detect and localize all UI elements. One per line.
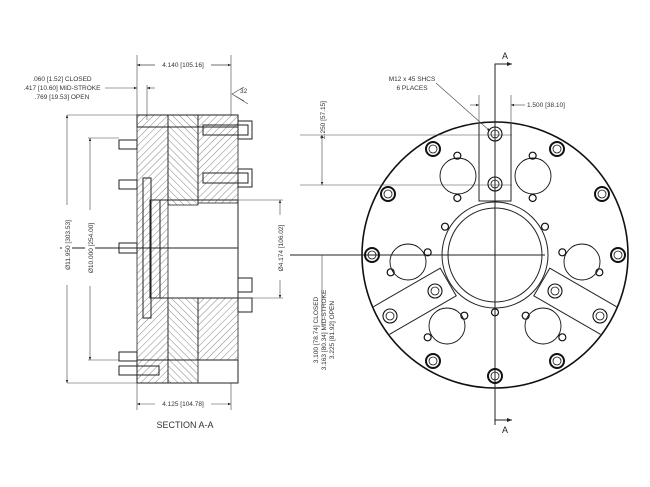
bolt-head bbox=[383, 189, 393, 199]
jaw-note-open: 3.225 [81.92] OPEN bbox=[329, 301, 336, 359]
jaw-screw-head bbox=[490, 179, 500, 189]
counterbore-hole bbox=[425, 353, 441, 369]
section-title: SECTION A-A bbox=[156, 420, 213, 430]
jaw-screw-head bbox=[385, 311, 395, 321]
fastener-note-line2: 6 PLACES bbox=[396, 85, 428, 92]
counterbore-hole bbox=[594, 186, 610, 202]
stroke-note-open: .769 [19.53] OPEN bbox=[35, 94, 90, 101]
jaw-screw-head bbox=[550, 286, 560, 296]
bolt-holes bbox=[364, 126, 626, 384]
counterbore-hole bbox=[364, 247, 380, 263]
port-circle bbox=[389, 243, 427, 281]
small-hole bbox=[386, 268, 395, 277]
bolt-head bbox=[490, 371, 500, 381]
dim-top-width: 4.140 [105.16] bbox=[162, 62, 204, 69]
small-hole bbox=[528, 193, 537, 203]
surface-finish-symbol: 32 bbox=[240, 88, 248, 95]
jaw-screw-hole bbox=[382, 308, 398, 324]
front-view: A A M12 x 45 SHCS 6 PLACES 1.500 [38.10]… bbox=[290, 51, 629, 435]
dim-vertical-bolt-spacing: 2.250 [57.15] bbox=[320, 101, 327, 139]
counterbore-hole bbox=[549, 353, 565, 369]
dim-bottom-width: 4.125 [104.78] bbox=[162, 401, 204, 408]
bolt-head bbox=[552, 144, 562, 154]
counterbore-hole bbox=[487, 368, 503, 384]
jaw-screw-head bbox=[490, 129, 500, 139]
stroke-note-mid: .417 [10.60] MID-STROKE bbox=[24, 85, 102, 92]
bolt-head bbox=[428, 144, 438, 154]
fastener-note-line1: M12 x 45 SHCS bbox=[389, 76, 436, 83]
section-view: 4.140 [105.16] .060 [1.52] CLOSED .417 [… bbox=[24, 55, 285, 430]
dim-outer-diameter: Ø11.950 [303.53] bbox=[65, 220, 72, 270]
bolt-head bbox=[552, 356, 562, 366]
jaw-screw-hole bbox=[592, 308, 608, 324]
jaw-screw-hole bbox=[487, 176, 503, 192]
small-hole bbox=[558, 248, 567, 257]
stroke-note-closed: .060 [1.52] CLOSED bbox=[32, 76, 92, 83]
counterbore-hole bbox=[610, 247, 626, 263]
jaw-screw-head bbox=[430, 286, 440, 296]
dim-bore-diameter: Ø4.174 [106.02] bbox=[278, 224, 285, 271]
jaw-note-mid: 3.163 [80.34] MID-STROKE bbox=[321, 289, 328, 370]
jaw-screw-head bbox=[595, 311, 605, 321]
port-circle bbox=[428, 307, 466, 345]
jaw-note-closed: 3.100 [78.74] CLOSED bbox=[313, 296, 320, 363]
small-hole bbox=[453, 151, 462, 160]
counterbore-hole bbox=[380, 186, 396, 202]
section-marker-bottom: A bbox=[502, 425, 508, 435]
bolt-head bbox=[367, 250, 377, 260]
small-hole bbox=[423, 333, 432, 342]
small-hole bbox=[521, 311, 530, 320]
port-circle bbox=[439, 157, 477, 195]
counterbore-hole bbox=[425, 141, 441, 157]
small-hole bbox=[528, 151, 537, 160]
small-hole bbox=[460, 311, 469, 320]
small-hole bbox=[423, 248, 432, 257]
port-circle bbox=[514, 157, 552, 195]
counterbore-hole bbox=[549, 141, 565, 157]
small-hole bbox=[595, 268, 604, 277]
bolt-head bbox=[428, 356, 438, 366]
section-marker-top: A bbox=[502, 51, 508, 61]
bolt-head bbox=[597, 189, 607, 199]
small-hole bbox=[490, 308, 500, 317]
left-bolts bbox=[118, 139, 160, 376]
jaw-screw-hole bbox=[487, 126, 503, 142]
bolt-head bbox=[613, 250, 623, 260]
jaw-screw-hole bbox=[547, 283, 563, 299]
small-hole bbox=[453, 193, 462, 203]
small-hole bbox=[558, 333, 567, 342]
small-hole bbox=[540, 222, 550, 231]
dim-slot-width: 1.500 [38.10] bbox=[527, 102, 565, 109]
small-hole bbox=[440, 222, 450, 231]
jaw-screw-hole bbox=[427, 283, 443, 299]
port-circle bbox=[563, 243, 601, 281]
dim-bolt-circle: Ø10.000 [254.00] bbox=[88, 223, 95, 273]
small-holes bbox=[386, 151, 604, 342]
port-circle bbox=[524, 307, 562, 345]
